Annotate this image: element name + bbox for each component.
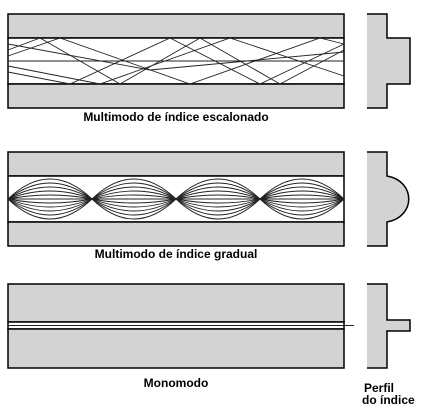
single-mode-profile xyxy=(367,283,411,369)
single-mode-caption: Monomodo xyxy=(144,376,209,390)
cladding-bottom xyxy=(7,83,345,109)
cladding-bottom xyxy=(7,328,345,369)
step-index-fiber xyxy=(7,13,345,109)
graded-index-caption: Multimodo de índice gradual xyxy=(95,247,258,261)
graded-index-profile xyxy=(367,151,410,247)
profile-label-line2: do índice xyxy=(362,393,415,407)
cladding-top xyxy=(7,283,345,323)
cladding-bottom xyxy=(7,221,345,247)
single-mode-fiber xyxy=(7,283,354,369)
cladding-top xyxy=(7,13,345,39)
graded-index-fiber xyxy=(7,151,345,247)
light-rays xyxy=(7,178,345,220)
profile-label-line1: Perfil xyxy=(364,381,394,395)
step-index-profile xyxy=(367,13,411,109)
cladding-top xyxy=(7,151,345,177)
light-rays xyxy=(7,37,345,85)
step-index-caption: Multimodo de índice escalonado xyxy=(83,110,268,124)
